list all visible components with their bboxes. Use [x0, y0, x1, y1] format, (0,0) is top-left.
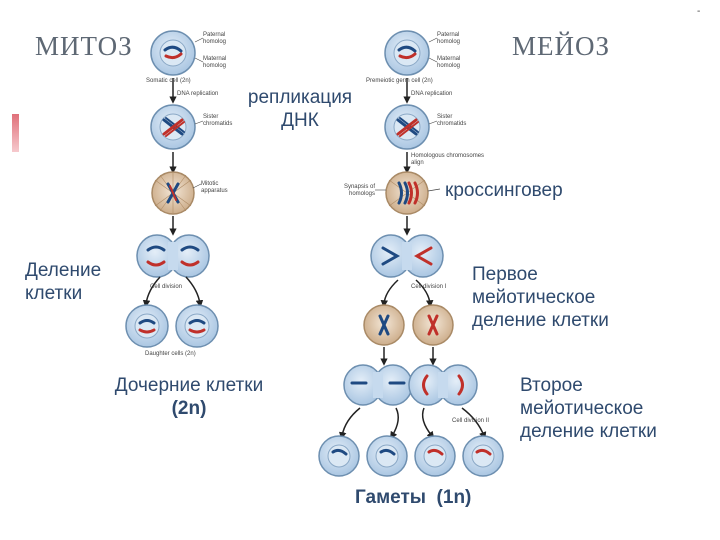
mitosis-apparatus-label: Mitotic apparatus [201, 181, 228, 194]
meiosis-arrow-left [380, 279, 399, 308]
replication-line-1: репликация [247, 87, 353, 108]
meiosis-replicated-cell [384, 104, 430, 150]
mitosis-daughter-cell-left [125, 304, 169, 348]
meiosis-maternal-label: Maternal homolog [437, 56, 461, 69]
mitosis-dna-rep-label: DNA replication [177, 91, 219, 97]
meiosis-paternal-label: Paternal homolog [437, 32, 461, 45]
meiosis-first-line-3: деление клетки [472, 310, 609, 331]
mitosis-division-line-1: Деление [25, 260, 102, 281]
mitosis-arrow-left [142, 276, 161, 308]
meiosis-homologous-label: Homologous chromosomes align [411, 153, 485, 166]
gametes-label: Гаметы (1n) [355, 487, 472, 508]
meiosis-second-division-label: Второе мейотическое деление клетки [520, 374, 657, 443]
meiosis-sister-label: Sister chromatids [437, 114, 467, 127]
mitosis-paternal-label: Paternal homolog [203, 32, 227, 45]
mitosis-daughter-small-label: Daughter cells (2n) [145, 351, 196, 357]
meiosis-arrow-right [415, 279, 434, 308]
slide-accent-bar [12, 114, 19, 152]
meiosis-second-line-3: деление клетки [520, 421, 657, 442]
mitosis-daughter-label: Дочерние клетки (2n) [96, 374, 282, 420]
gamete-cell-3 [414, 435, 456, 477]
replication-label: репликация ДНК [244, 86, 356, 132]
meiosis-division2-small-label: Cell division II [452, 418, 490, 424]
meiosis-second-division-cell-right [408, 364, 478, 406]
gamete-cell-4 [462, 435, 504, 477]
replication-line-2: ДНК [281, 110, 319, 131]
mitosis-apparatus-cell [151, 171, 195, 215]
mitosis-daughter-line-1: Дочерние клетки [114, 375, 264, 396]
mitosis-dividing-cell [136, 234, 210, 278]
meiosis-title: МЕЙОЗ [512, 31, 611, 61]
corner-mark: - [697, 6, 701, 17]
crossingover-label: кроссинговер [445, 180, 563, 201]
meiosis-dna-rep-label: DNA replication [411, 91, 453, 97]
mitosis-daughter-line-2: (2n) [171, 398, 207, 419]
meiosis-premeiotic-label: Premeiotic germ cell (2n) [366, 78, 433, 84]
mitosis-daughter-cell-right [175, 304, 219, 348]
mitosis-maternal-label: Maternal homolog [203, 56, 227, 69]
mitosis-somatic-label: Somatic cell (2n) [146, 78, 191, 84]
meiosis-synapsis-cell [385, 171, 429, 215]
gamete-cell-1 [318, 435, 360, 477]
meiosis-division1-small-label: Cell division I [411, 284, 447, 290]
mitosis-sister-label: Sister chromatids [203, 114, 233, 127]
meiosis-metaphase2-cell-right [412, 304, 454, 346]
meiosis-second-line-1: Второе [520, 375, 583, 396]
meiosis-premeiotic-cell [384, 30, 430, 76]
mitosis-somatic-cell [150, 30, 196, 76]
mitosis-division-small-label: Cell division [150, 284, 183, 290]
gamete-cell-2 [366, 435, 408, 477]
mitosis-division-label: Деление клетки [25, 259, 101, 305]
meiosis-first-division-label: Первое мейотическое деление клетки [472, 263, 609, 332]
mitosis-arrow-right [185, 276, 204, 308]
meiosis-synapsis-label: Synapsis of homologs [343, 184, 375, 197]
mitosis-division-line-2: клетки [25, 283, 83, 304]
meiosis-second-line-2: мейотическое [520, 398, 644, 419]
mitosis-replicated-cell [150, 104, 196, 150]
meiosis-first-line-2: мейотическое [472, 287, 596, 308]
meiosis-metaphase2-cell-left [363, 304, 405, 346]
meiosis-first-line-1: Первое [472, 264, 538, 285]
mitosis-title: МИТОЗ [35, 31, 133, 61]
meiosis-first-division-cell [370, 234, 444, 278]
meiosis-second-division-cell-left [343, 364, 413, 406]
